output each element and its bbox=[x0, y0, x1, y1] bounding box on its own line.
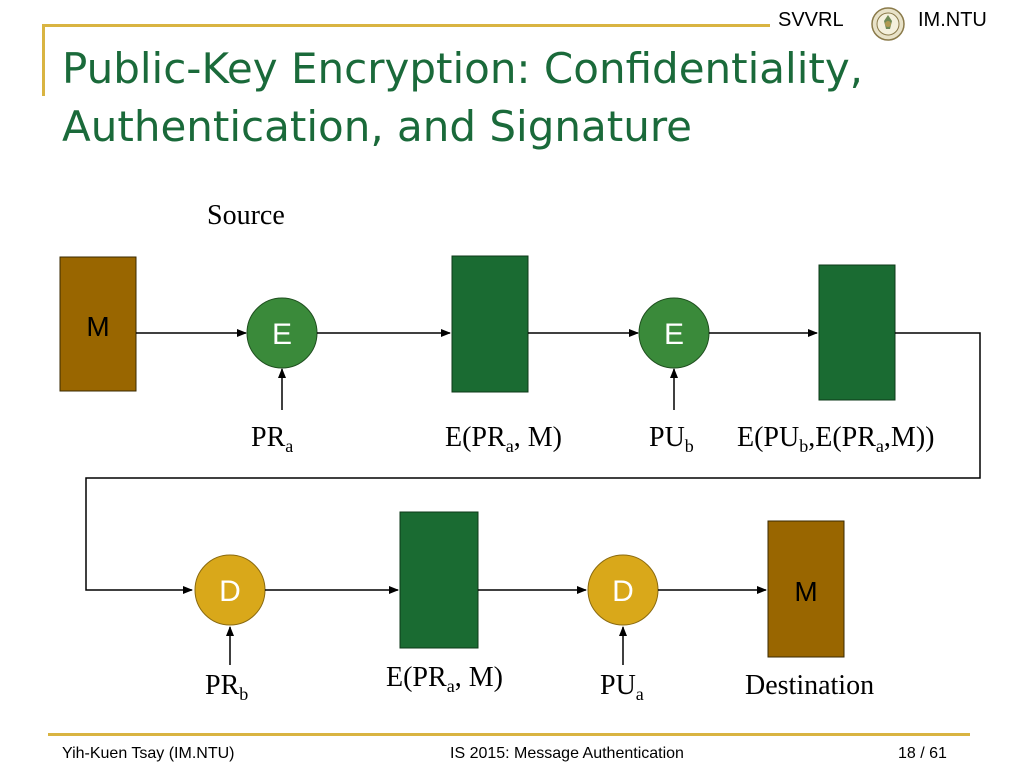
ciphertext-label-1: E(PRa, M) bbox=[445, 422, 562, 456]
source-message-box bbox=[59, 256, 137, 392]
footer-author: Yih-Kuen Tsay (IM.NTU) bbox=[62, 745, 235, 762]
ciphertext-label-2: E(PUb,E(PRa,M)) bbox=[737, 422, 934, 456]
footer-page-total: / 61 bbox=[920, 745, 947, 762]
footer-page-current: 18 bbox=[898, 745, 916, 762]
source-label: Source bbox=[207, 200, 285, 231]
encrypt-node-1-label: E bbox=[272, 318, 292, 351]
destination-message-box bbox=[767, 520, 845, 658]
decrypt-node-2-label: D bbox=[612, 575, 634, 608]
source-message-label: M bbox=[86, 311, 109, 342]
key-label-decrypt-1: PRb bbox=[205, 670, 248, 704]
key-label-encrypt-2: PUb bbox=[649, 422, 694, 456]
slide-title-line-2: Authentication, and Signature bbox=[62, 102, 692, 151]
transmission-connector-arrow bbox=[85, 332, 981, 594]
destination-label: Destination bbox=[745, 670, 874, 701]
encrypt-node-2-label: E bbox=[664, 318, 684, 351]
ciphertext-label-3: E(PRa, M) bbox=[386, 662, 503, 696]
key-label-decrypt-2: PUa bbox=[600, 670, 644, 704]
footer-rule bbox=[48, 733, 970, 736]
ciphertext-box-3 bbox=[399, 511, 479, 649]
decrypt-node-1-label: D bbox=[219, 575, 241, 608]
ciphertext-box-1 bbox=[451, 255, 529, 393]
footer-course: IS 2015: Message Authentication bbox=[450, 745, 684, 762]
header-rule bbox=[44, 24, 770, 27]
header-lab-name: SVVRL bbox=[778, 9, 844, 31]
slide-title-line-1: Public-Key Encryption: Confidentiality, bbox=[62, 44, 864, 93]
key-label-encrypt-1: PRa bbox=[251, 422, 293, 456]
destination-message-label: M bbox=[794, 576, 817, 607]
ciphertext-box-2 bbox=[818, 264, 896, 401]
title-accent-bar bbox=[42, 24, 45, 96]
footer-page-number: 18 / 61 bbox=[898, 745, 947, 763]
header-dept-name: IM.NTU bbox=[918, 9, 987, 31]
university-seal-icon bbox=[871, 7, 905, 41]
slide-title: Public-Key Encryption: Confidentiality, … bbox=[62, 40, 962, 156]
